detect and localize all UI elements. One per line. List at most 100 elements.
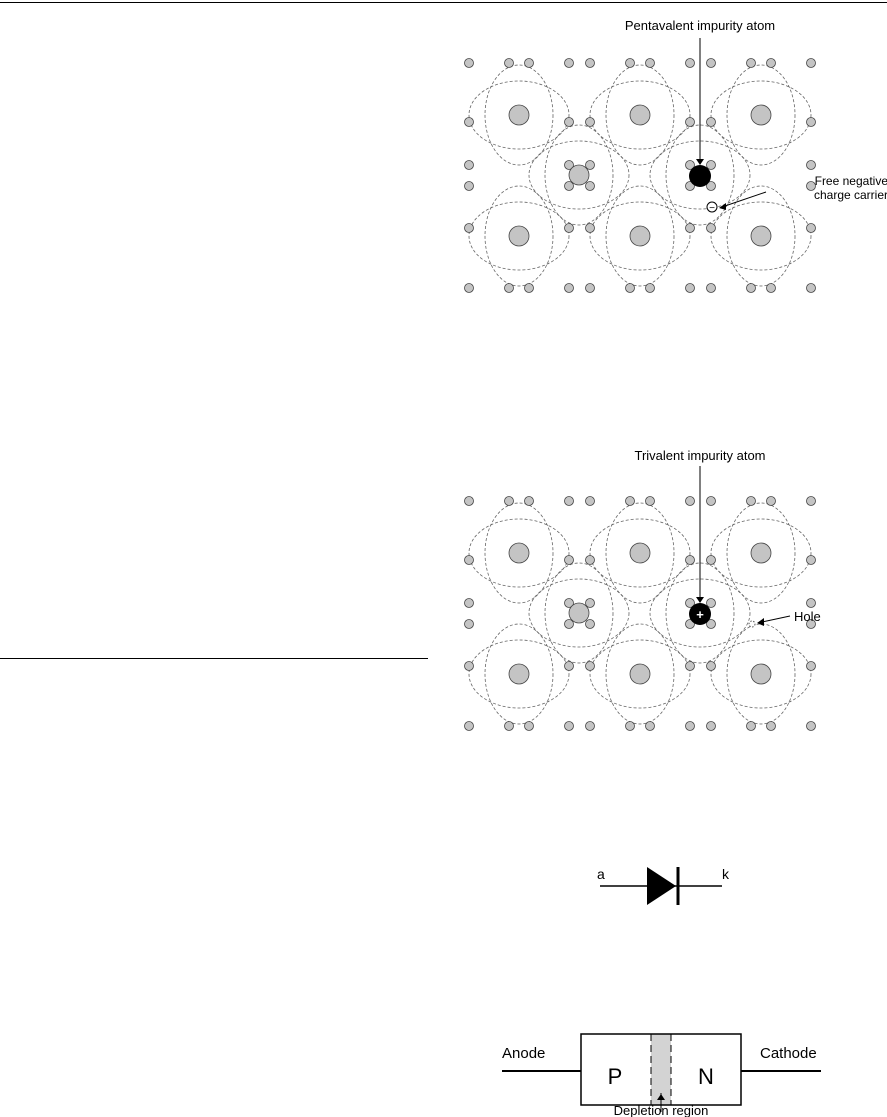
valence-electron bbox=[806, 661, 816, 671]
hole-marker bbox=[748, 620, 756, 628]
electron-sign: − bbox=[709, 203, 715, 214]
carrier-arrow-head bbox=[719, 203, 726, 210]
anode-label: Anode bbox=[502, 1045, 545, 1062]
valence-electron bbox=[806, 58, 816, 68]
valence-electron bbox=[464, 58, 474, 68]
n-region-label: N bbox=[698, 1064, 714, 1089]
valence-electron bbox=[706, 223, 716, 233]
section-divider bbox=[0, 658, 428, 659]
anode-letter: a bbox=[597, 866, 605, 882]
carrier-arrow-line bbox=[721, 191, 767, 208]
valence-electron bbox=[564, 619, 574, 629]
carrier-label-line2: charge carrier bbox=[814, 188, 887, 202]
depletion-region-fill bbox=[651, 1034, 671, 1105]
n-type-crystal-lattice bbox=[464, 58, 816, 293]
valence-electron bbox=[685, 598, 695, 608]
valence-electron bbox=[706, 283, 716, 293]
valence-electron bbox=[625, 283, 635, 293]
silicon-nucleus bbox=[629, 104, 651, 126]
valence-electron bbox=[685, 283, 695, 293]
valence-electron bbox=[766, 58, 776, 68]
bond-ellipse bbox=[605, 623, 675, 725]
bond-ellipse bbox=[468, 639, 570, 709]
bond-ellipse bbox=[710, 201, 812, 271]
depletion-arrow-head bbox=[657, 1094, 665, 1100]
valence-electron bbox=[806, 496, 816, 506]
silicon-nucleus bbox=[750, 104, 772, 126]
bond-ellipse bbox=[726, 64, 796, 166]
valence-electron bbox=[585, 223, 595, 233]
valence-electron bbox=[585, 160, 595, 170]
bond-ellipse bbox=[605, 502, 675, 604]
bond-ellipse bbox=[484, 64, 554, 166]
bond-ellipse bbox=[528, 140, 630, 210]
bond-ellipse bbox=[544, 124, 614, 226]
bond-ellipse bbox=[649, 578, 751, 648]
hole-arrow-line bbox=[761, 615, 791, 623]
valence-electron bbox=[564, 283, 574, 293]
valence-electron bbox=[564, 223, 574, 233]
valence-electron bbox=[504, 496, 514, 506]
carrier-label-line1: Free negative bbox=[815, 174, 887, 188]
trivalent-arrow-head bbox=[696, 597, 704, 603]
valence-electron bbox=[585, 661, 595, 671]
valence-electron bbox=[564, 661, 574, 671]
bond-ellipse bbox=[468, 201, 570, 271]
valence-electron bbox=[806, 181, 816, 191]
p-type-crystal-lattice bbox=[464, 496, 816, 731]
silicon-nucleus bbox=[750, 663, 772, 685]
bond-ellipse bbox=[589, 639, 691, 709]
bond-ellipse bbox=[665, 124, 735, 226]
valence-electron bbox=[464, 181, 474, 191]
valence-electron bbox=[706, 496, 716, 506]
silicon-nucleus bbox=[508, 542, 530, 564]
valence-electron bbox=[806, 117, 816, 127]
valence-electron bbox=[706, 181, 716, 191]
bond-ellipse bbox=[710, 639, 812, 709]
valence-electron bbox=[766, 496, 776, 506]
valence-electron bbox=[564, 598, 574, 608]
silicon-nucleus bbox=[750, 542, 772, 564]
valence-electron bbox=[564, 181, 574, 191]
top-rule bbox=[0, 2, 887, 3]
bond-ellipse bbox=[468, 80, 570, 150]
valence-electron bbox=[685, 117, 695, 127]
valence-electron bbox=[685, 160, 695, 170]
valence-electron bbox=[524, 496, 534, 506]
silicon-nucleus bbox=[568, 164, 590, 186]
valence-electron bbox=[464, 598, 474, 608]
valence-electron bbox=[746, 496, 756, 506]
diode-symbol: a k bbox=[597, 866, 730, 905]
valence-electron bbox=[746, 721, 756, 731]
valence-electron bbox=[806, 160, 816, 170]
bond-ellipse bbox=[484, 623, 554, 725]
diode-triangle bbox=[647, 867, 676, 905]
valence-electron bbox=[464, 283, 474, 293]
bond-ellipse bbox=[468, 518, 570, 588]
free-electron bbox=[706, 201, 718, 213]
valence-electron bbox=[585, 496, 595, 506]
valence-electron bbox=[504, 721, 514, 731]
valence-electron bbox=[685, 555, 695, 565]
valence-electron bbox=[564, 555, 574, 565]
valence-electron bbox=[564, 721, 574, 731]
valence-electron bbox=[464, 555, 474, 565]
bond-ellipse bbox=[726, 502, 796, 604]
valence-electron bbox=[625, 58, 635, 68]
bond-ellipse bbox=[726, 185, 796, 287]
valence-electron bbox=[585, 721, 595, 731]
valence-electron bbox=[806, 223, 816, 233]
valence-electron bbox=[706, 117, 716, 127]
bond-ellipse bbox=[589, 201, 691, 271]
silicon-nucleus bbox=[629, 663, 651, 685]
hole-arrow-head bbox=[757, 618, 764, 626]
pn-junction-diagram: Anode Cathode P N Depletion region bbox=[502, 1033, 821, 1117]
valence-electron bbox=[766, 721, 776, 731]
cathode-letter: k bbox=[722, 866, 730, 882]
valence-electron bbox=[564, 117, 574, 127]
bond-ellipse bbox=[484, 502, 554, 604]
bond-ellipse bbox=[544, 562, 614, 664]
valence-electron bbox=[564, 160, 574, 170]
silicon-nucleus bbox=[508, 104, 530, 126]
valence-electron bbox=[806, 619, 816, 629]
